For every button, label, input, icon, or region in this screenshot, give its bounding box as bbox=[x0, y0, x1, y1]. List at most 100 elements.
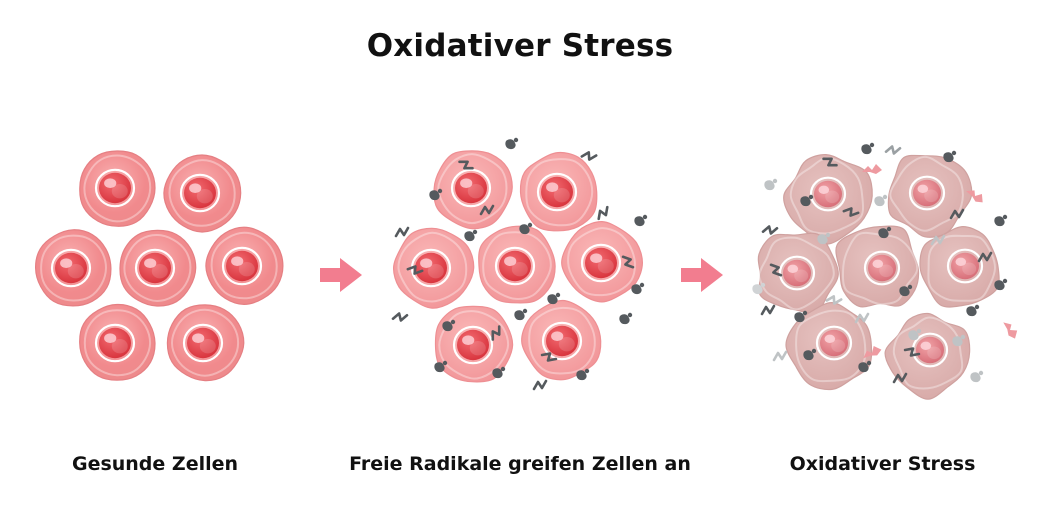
free-radical-icon bbox=[803, 348, 817, 361]
cell bbox=[835, 225, 920, 308]
free-radical-icon bbox=[458, 160, 474, 170]
cell bbox=[434, 305, 514, 383]
cell-nucleus bbox=[580, 243, 622, 283]
free-radical-icon bbox=[977, 251, 993, 263]
cell-nucleus bbox=[452, 325, 494, 365]
cell bbox=[785, 301, 873, 391]
free-radical-icon bbox=[858, 360, 872, 373]
free-radical-icon bbox=[394, 226, 410, 238]
free-radical-icon bbox=[519, 222, 533, 235]
cell-nucleus bbox=[494, 246, 536, 286]
cell-nucleus bbox=[863, 250, 901, 286]
cell bbox=[163, 154, 242, 233]
free-radical-icon bbox=[429, 188, 443, 201]
free-radical-icon bbox=[442, 319, 456, 332]
free-radical-icon bbox=[760, 304, 776, 316]
caption-oxidative-stress: Oxidativer Stress bbox=[789, 453, 976, 475]
cell-nucleus bbox=[815, 325, 853, 361]
free-radical-icon bbox=[825, 295, 843, 305]
cell bbox=[561, 220, 644, 303]
diagram-title: Oxidativer Stress bbox=[366, 28, 674, 64]
cell-nucleus bbox=[94, 323, 136, 363]
free-radical-icon bbox=[479, 204, 495, 216]
free-radical-icon bbox=[952, 334, 966, 347]
cell-nucleus bbox=[908, 175, 946, 211]
cell-debris bbox=[966, 190, 983, 203]
cell-nucleus bbox=[134, 248, 176, 288]
free-radical-icon bbox=[994, 278, 1008, 291]
free-radical-icon bbox=[634, 214, 648, 227]
free-radical-icon bbox=[752, 282, 766, 295]
free-radical-icon bbox=[817, 232, 831, 245]
cell-nucleus bbox=[911, 332, 949, 368]
cell bbox=[79, 150, 156, 227]
cell-nucleus bbox=[946, 248, 984, 284]
free-radical-icon bbox=[464, 229, 478, 242]
free-radical-icon bbox=[861, 142, 875, 155]
cell-nucleus bbox=[94, 168, 136, 208]
free-radical-icon bbox=[892, 372, 908, 384]
free-radical-icon bbox=[949, 208, 965, 220]
free-radical-icon bbox=[532, 379, 548, 391]
free-radical-icon bbox=[994, 214, 1008, 227]
free-radical-icon bbox=[884, 145, 902, 155]
cell bbox=[34, 229, 112, 307]
cell bbox=[519, 151, 598, 232]
free-radical-icon bbox=[434, 360, 448, 373]
cell-nucleus bbox=[50, 248, 92, 288]
free-radical-icon bbox=[878, 226, 892, 239]
free-radical-icon bbox=[908, 328, 922, 341]
free-radical-icon bbox=[854, 312, 870, 324]
free-radical-icon bbox=[540, 352, 558, 362]
cell-nucleus bbox=[450, 168, 492, 208]
free-radical-icon bbox=[492, 366, 506, 379]
cell bbox=[884, 312, 971, 400]
cell-nucleus bbox=[182, 323, 224, 363]
free-radical-icon bbox=[764, 178, 778, 191]
free-radical-icon bbox=[631, 282, 645, 295]
free-radical-icon bbox=[769, 263, 783, 277]
cell-nucleus bbox=[179, 173, 221, 213]
cell-nucleus bbox=[410, 248, 452, 288]
cell bbox=[783, 153, 873, 245]
free-radical-icon bbox=[580, 151, 598, 161]
cell bbox=[205, 226, 284, 306]
cell bbox=[521, 299, 602, 381]
free-radical-icon bbox=[772, 350, 788, 362]
free-radical-icon bbox=[597, 205, 609, 221]
cell bbox=[166, 304, 245, 382]
cell bbox=[119, 229, 197, 307]
free-radical-icon bbox=[899, 284, 913, 297]
free-radical-icon bbox=[822, 157, 838, 167]
cell bbox=[919, 225, 1000, 308]
arrow-right-icon bbox=[320, 258, 362, 292]
arrow-right-icon bbox=[681, 258, 723, 292]
cell bbox=[79, 303, 156, 381]
free-radical-icon bbox=[514, 308, 528, 321]
cell-debris bbox=[1003, 322, 1018, 339]
free-radical-icon bbox=[619, 312, 633, 325]
cell bbox=[392, 227, 475, 309]
free-radical-icon bbox=[800, 194, 814, 207]
free-radical-icon bbox=[930, 234, 946, 246]
free-radical-icon bbox=[406, 265, 424, 275]
cell-nucleus bbox=[541, 321, 583, 361]
caption-healthy-cells: Gesunde Zellen bbox=[71, 453, 239, 475]
cell-nucleus bbox=[221, 246, 263, 286]
free-radical-icon bbox=[794, 310, 808, 323]
free-radical-icon bbox=[391, 312, 409, 322]
stage-healthy-cells bbox=[34, 150, 284, 382]
free-radical-icon bbox=[842, 207, 860, 217]
free-radical-icon bbox=[491, 325, 501, 341]
stage-damaged-cells bbox=[752, 142, 1018, 400]
cell-nucleus bbox=[778, 255, 816, 291]
free-radical-icon bbox=[943, 150, 957, 163]
cell bbox=[478, 225, 556, 304]
free-radical-icon bbox=[576, 368, 590, 381]
cell-nucleus bbox=[536, 172, 578, 212]
cell-debris bbox=[862, 164, 882, 174]
free-radical-icon bbox=[970, 370, 984, 383]
free-radical-icon bbox=[761, 225, 779, 235]
free-radical-icon bbox=[505, 137, 519, 150]
